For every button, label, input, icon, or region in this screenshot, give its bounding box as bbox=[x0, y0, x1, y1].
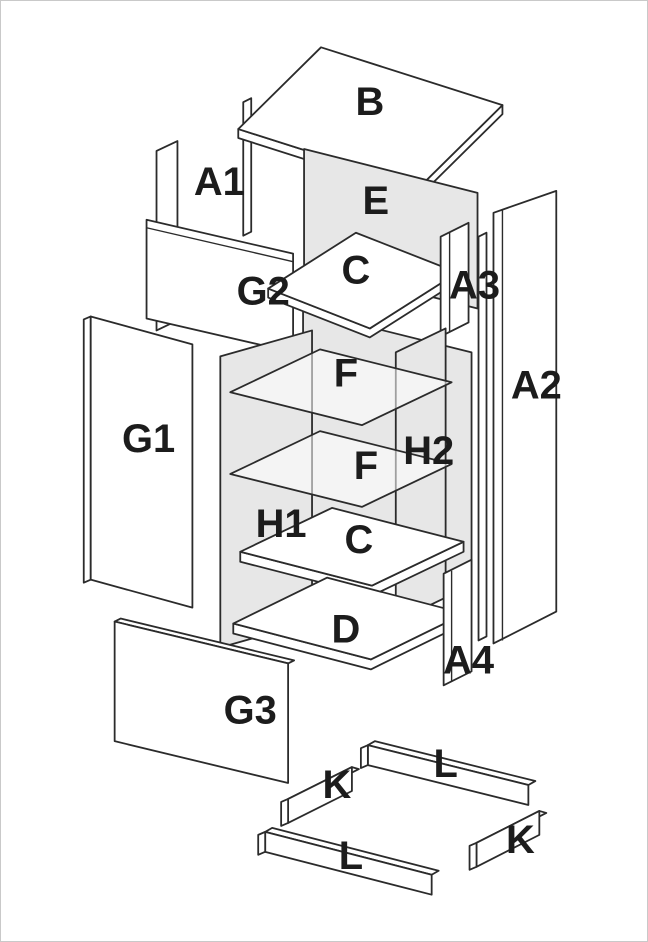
panel-g2-edge bbox=[146, 227, 294, 263]
panel-f-lower bbox=[229, 430, 453, 508]
panel-a4 bbox=[442, 558, 473, 687]
label-g1: G1 bbox=[122, 417, 175, 461]
label-h1: H1 bbox=[256, 502, 307, 546]
rail-k-left-endcap bbox=[280, 798, 290, 827]
label-g3: G3 bbox=[224, 688, 277, 732]
panel-a3 bbox=[439, 221, 470, 338]
panel-g3 bbox=[113, 620, 290, 784]
label-l-top: L bbox=[433, 742, 457, 786]
label-a2: A2 bbox=[511, 363, 562, 407]
label-k-right: K bbox=[506, 818, 535, 862]
rail-l-top-endcap bbox=[359, 744, 369, 769]
panel-g1 bbox=[89, 315, 194, 609]
label-h2: H2 bbox=[403, 429, 454, 473]
label-f-upper: F bbox=[334, 351, 358, 395]
label-a1: A1 bbox=[194, 160, 245, 204]
label-f-lower: F bbox=[354, 444, 378, 488]
panel-c-lower bbox=[239, 506, 465, 587]
rail-k-right-endcap bbox=[468, 841, 478, 871]
panel-a2 bbox=[492, 189, 558, 645]
label-a4: A4 bbox=[443, 638, 494, 682]
label-k-left: K bbox=[323, 763, 352, 807]
label-l-bottom: L bbox=[339, 834, 363, 878]
panel-g1-edge-face bbox=[82, 315, 92, 584]
label-c-upper: C bbox=[342, 249, 371, 293]
label-e: E bbox=[363, 179, 390, 223]
label-b: B bbox=[355, 80, 384, 124]
panel-f-upper bbox=[229, 348, 453, 427]
label-a3: A3 bbox=[449, 264, 500, 308]
label-c-lower: C bbox=[344, 518, 373, 562]
rail-l-bottom-endcap bbox=[257, 830, 267, 856]
back-edge-strip bbox=[477, 231, 488, 642]
label-g2: G2 bbox=[237, 270, 290, 314]
label-d: D bbox=[332, 608, 361, 652]
